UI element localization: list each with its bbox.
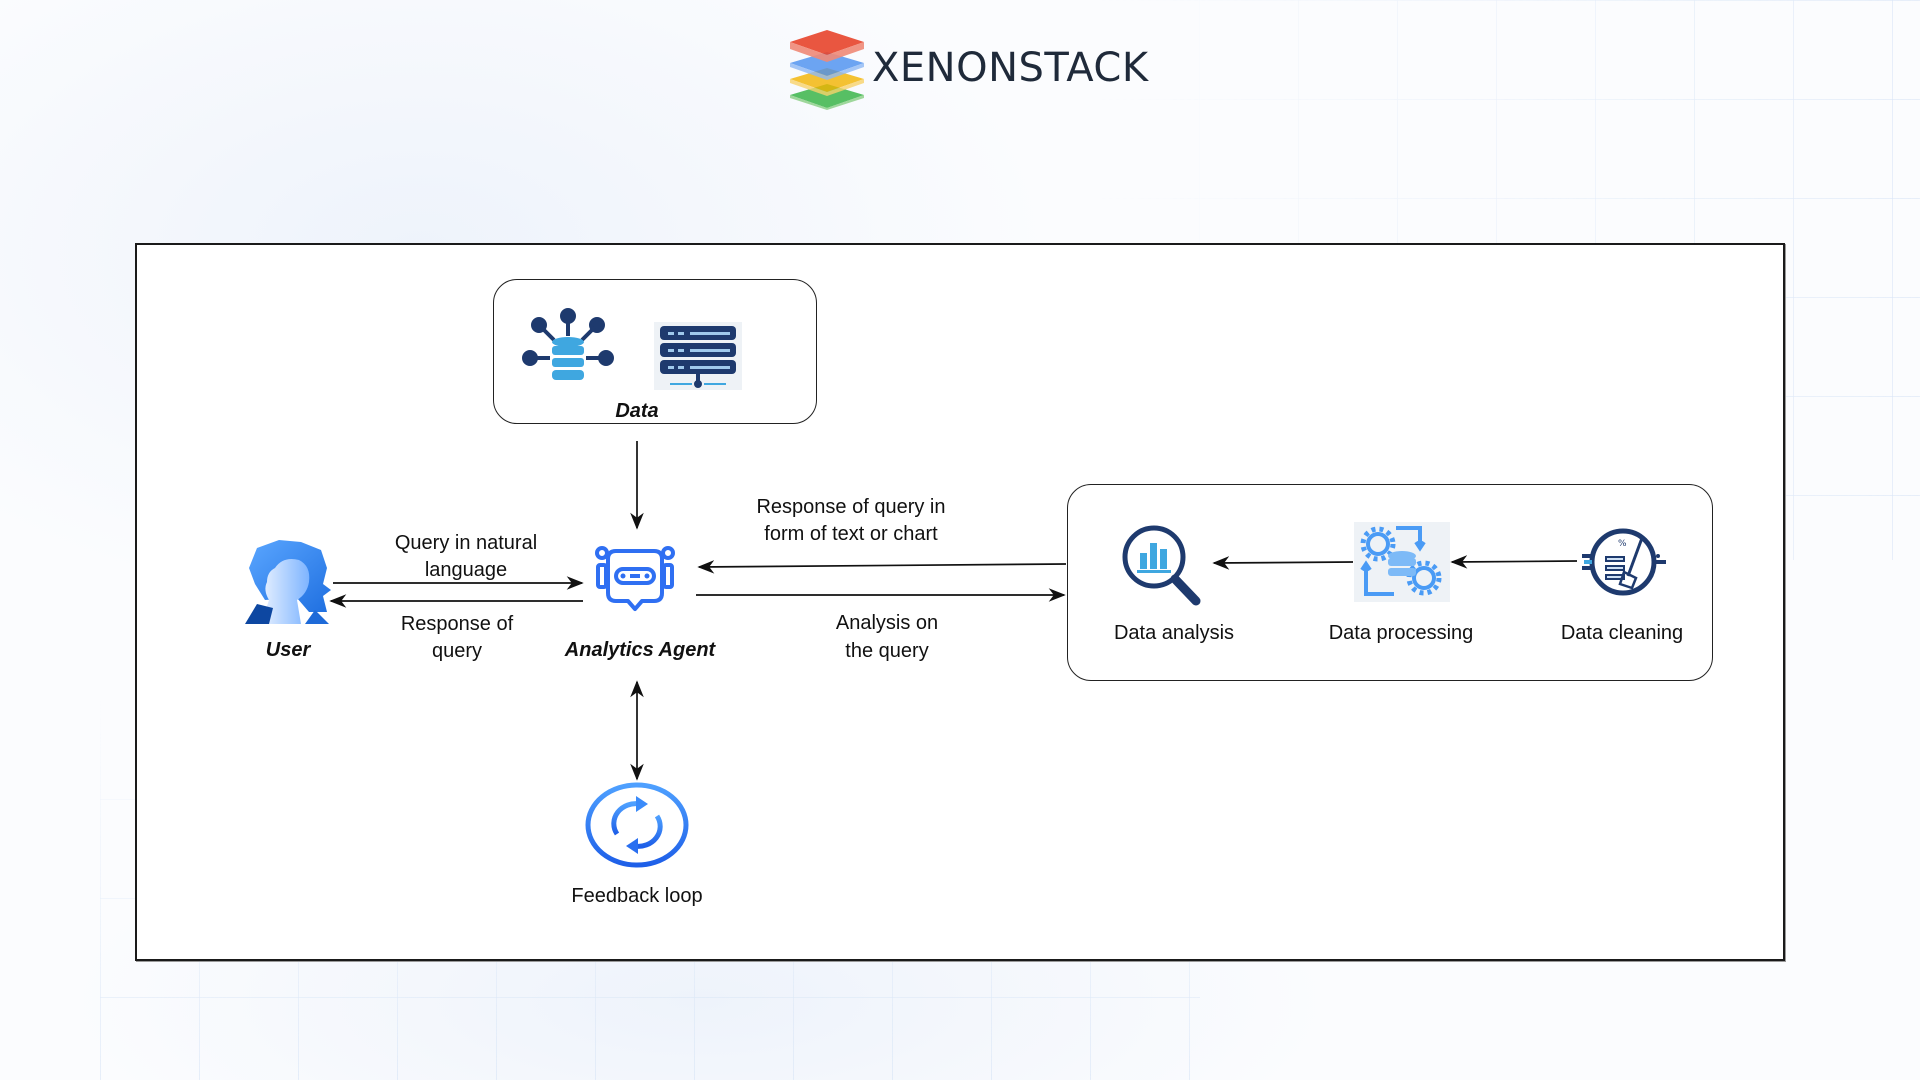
query-label-line1: Query in natural [394,532,538,554]
brand-name: XENONSTACK [872,45,1149,91]
brand-logo: XENONSTACK [788,26,1149,110]
refresh-cycle-icon [585,782,689,868]
stacked-layers-icon [790,30,864,110]
pipeline-step-analysis-label: Data analysis [1113,622,1235,644]
server-rack-icon [654,322,742,390]
chatbot-icon [595,546,675,611]
feedback-label: Feedback loop [571,885,703,907]
result-label-line2: form of text or chart [764,523,938,545]
analysis-label-line1: Analysis on [835,612,939,634]
magnifier-chart-icon [1122,525,1201,606]
response-label-line2: query [431,640,483,662]
pipeline-step-processing-label: Data processing [1328,622,1474,644]
gears-database-icon [1354,522,1450,602]
database-network-icon [522,308,614,380]
users-icon [245,540,331,624]
agent-label: Analytics Agent [564,639,716,661]
data-source-label: Data [615,400,659,422]
broom-database-icon: % [1582,528,1666,596]
svg-text:%: % [1618,539,1627,549]
query-label-line2: language [424,559,508,581]
result-label-line1: Response of query in [756,496,946,518]
analysis-label-line2: the query [845,640,929,662]
user-label: User [265,639,311,661]
pipeline-step-cleaning-label: Data cleaning [1560,622,1684,644]
response-label-line1: Response of [400,613,514,635]
